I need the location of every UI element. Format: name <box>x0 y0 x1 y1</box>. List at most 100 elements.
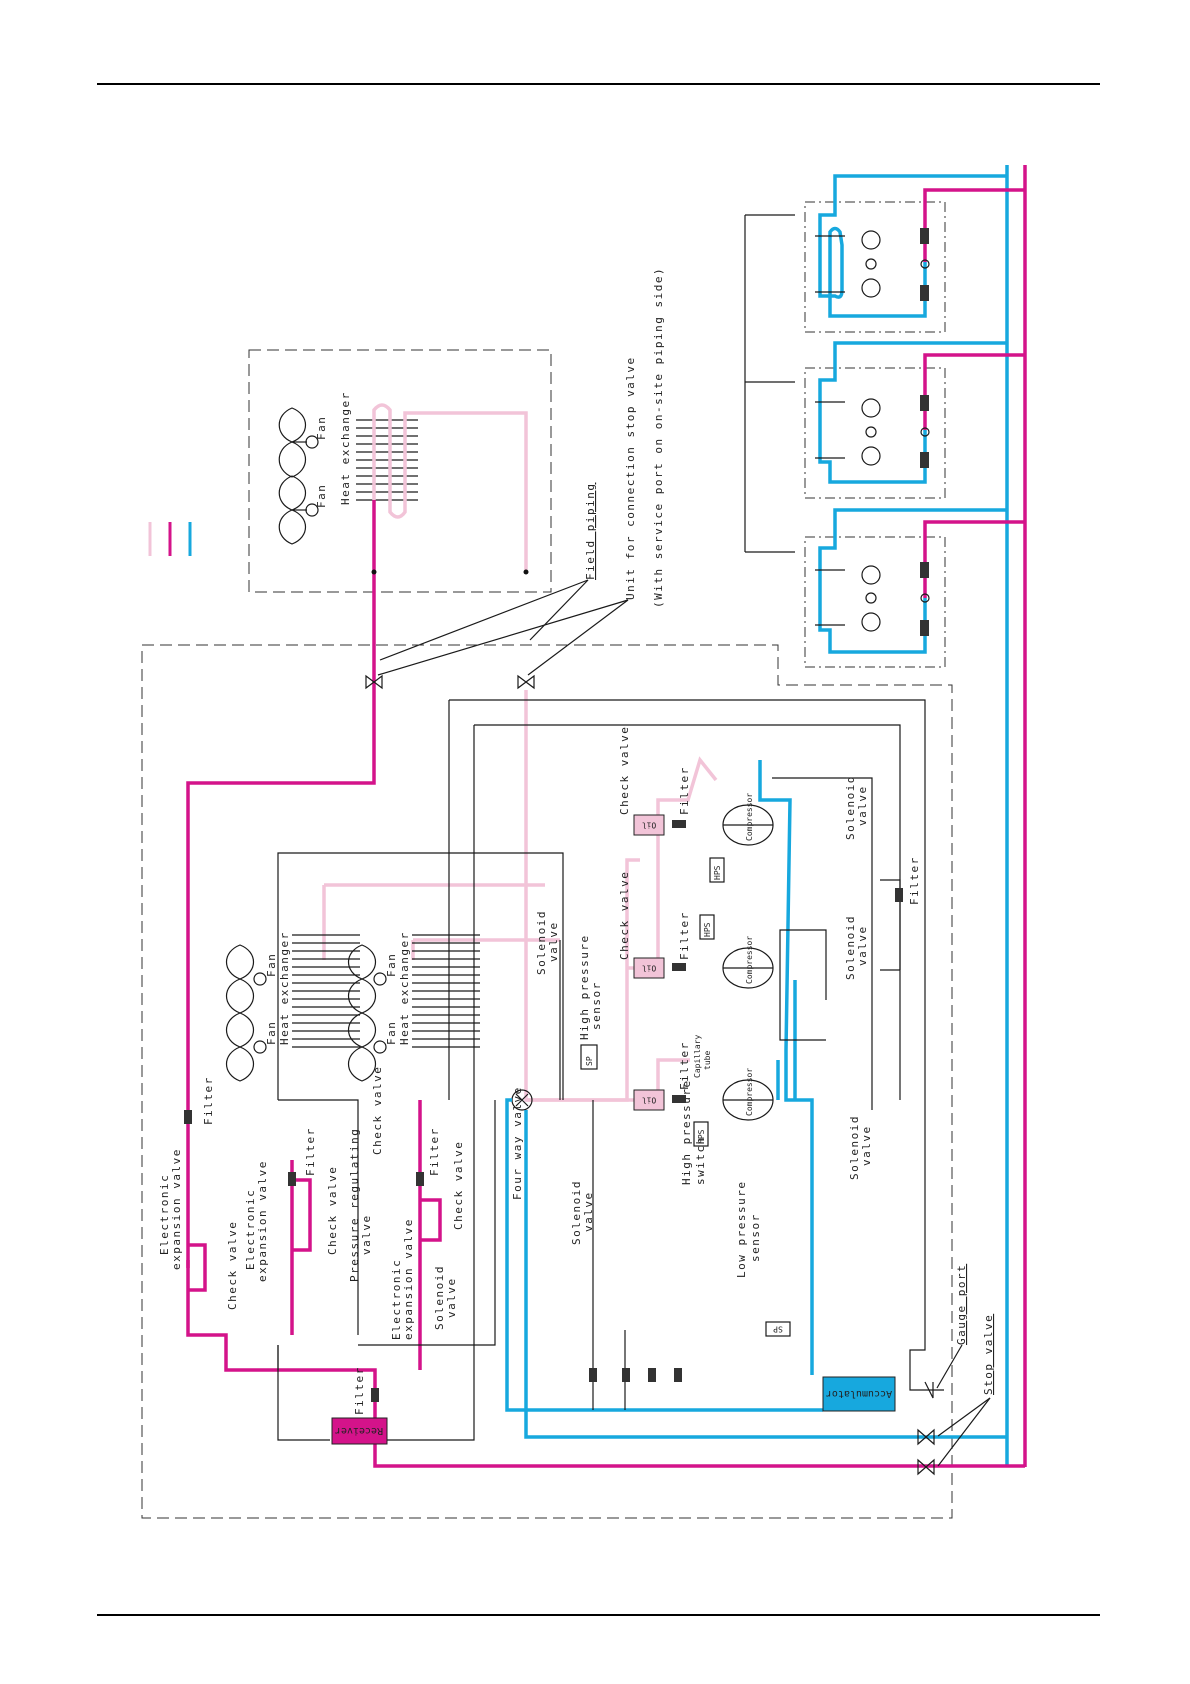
suction-line <box>505 1098 823 1412</box>
check-valve-label: Check valve <box>226 1221 239 1310</box>
indoor-unit <box>804 341 1025 499</box>
heat-exchanger-label: Heat exchanger <box>339 391 352 505</box>
svg-text:valve: valve <box>856 785 869 826</box>
high-pressure-switch: HPS High pressure switch <box>680 1079 709 1185</box>
svg-text:HPS: HPS <box>713 865 722 880</box>
callout-leaders <box>377 579 629 676</box>
filter-label: Filter <box>353 1366 366 1415</box>
check-valve-label: Check valve <box>371 1066 384 1155</box>
check-valve-label: Check valve <box>618 871 631 960</box>
stop-valve-icon <box>917 1458 935 1476</box>
svg-text:Fan: Fan <box>265 1021 278 1045</box>
svg-text:HPS: HPS <box>703 922 712 937</box>
stop-valve-icon <box>917 1428 935 1446</box>
oil-separator: Oil <box>633 1089 665 1111</box>
motor-icon <box>305 503 319 517</box>
check-valve-label: Check valve <box>618 726 631 815</box>
accumulator-label: Accumulator <box>826 1388 892 1399</box>
fan-icon <box>225 1012 267 1082</box>
oil-separator: Oil <box>633 957 665 979</box>
motor-icon <box>253 1040 267 1054</box>
svg-text:valve: valve <box>360 1214 373 1255</box>
motor-icon <box>305 435 319 449</box>
solenoid-valve-label: Solenoid <box>570 1180 583 1245</box>
svg-text:expansion valve: expansion valve <box>402 1218 415 1340</box>
fan-label: Fan <box>315 484 328 508</box>
solenoid-valve-label: Solenoid <box>848 1115 861 1180</box>
svg-text:Oil: Oil <box>642 964 657 973</box>
low-pressure-sensor-label: Low pressure <box>735 1181 748 1278</box>
fan-icon <box>347 944 387 1014</box>
eev-label: Electronic <box>390 1259 403 1340</box>
motor-icon <box>253 972 267 986</box>
compressor-label: Compressor <box>745 1068 754 1116</box>
heat-exchanger-label: Heat exchanger <box>278 931 291 1045</box>
pressure-regulating-valve-label: Pressure regulating <box>348 1128 361 1282</box>
check-valve-label: Check valve <box>452 1141 465 1230</box>
low-pressure-sensor: SP Low pressure sensor <box>735 1181 791 1337</box>
receiver-label: Receiver <box>335 1425 383 1436</box>
high-pressure-switch: HPS <box>709 857 725 883</box>
filter-label: Filter <box>202 1076 215 1125</box>
fan-icon <box>278 407 319 478</box>
eev-label: Electronic <box>244 1189 257 1270</box>
filter-label: Filter <box>908 856 921 905</box>
compressor: Compressor <box>722 936 774 989</box>
fan-label: Fan <box>315 416 328 440</box>
filter-label: Filter <box>428 1127 441 1176</box>
high-pressure-switch: HPS <box>699 914 715 940</box>
svg-text:valve: valve <box>582 1191 595 1232</box>
fan-icon <box>278 475 319 545</box>
unit-stop-valve-label: Unit for connection stop valve <box>624 356 637 600</box>
svg-text:valve: valve <box>445 1277 458 1318</box>
filter-label: Filter <box>678 911 691 960</box>
motor-icon <box>865 592 877 604</box>
bottom-stop-valves <box>917 1344 991 1476</box>
svg-text:Fan: Fan <box>385 1021 398 1045</box>
svg-text:Oil: Oil <box>642 821 657 830</box>
indoor-unit <box>744 332 1025 668</box>
stop-valve-label: Stop valve <box>982 1314 995 1395</box>
accumulator: Accumulator <box>822 1376 896 1412</box>
indoor-units <box>744 165 1027 1467</box>
filter-icons <box>184 820 903 1402</box>
svg-text:tube: tube <box>703 1051 712 1070</box>
fan-icon <box>347 1012 387 1082</box>
compressor-label: Compressor <box>745 936 754 984</box>
motor-icon <box>373 1040 387 1054</box>
solenoid-valve-label: Solenoid <box>844 915 857 980</box>
oil-separator: Oil <box>633 814 665 836</box>
stop-valve-icon <box>365 674 383 690</box>
field-piping-label: Field piping <box>584 483 597 580</box>
remote-unit-boundary <box>248 349 552 593</box>
svg-text:valve: valve <box>856 925 869 966</box>
check-valve-label: Check valve <box>326 1166 339 1255</box>
svg-text:sensor: sensor <box>590 981 603 1030</box>
filter-label: Filter <box>678 1041 691 1090</box>
svg-text:Fan: Fan <box>265 953 278 977</box>
capillary-tube-label: Capillary <box>693 1034 702 1078</box>
gauge-port-icon <box>924 1381 934 1399</box>
compressor-label: Compressor <box>745 793 754 841</box>
pipe-color-legend <box>148 522 192 556</box>
receiver: Receiver <box>331 1417 388 1445</box>
stop-valve-icon <box>517 674 535 690</box>
high-pressure-sensor: SP High pressure sensor <box>578 934 603 1070</box>
gauge-port-label: Gauge port <box>955 1264 968 1345</box>
svg-text:switch: switch <box>694 1136 707 1185</box>
motor-icon <box>865 426 877 438</box>
indoor-unit <box>744 174 1025 333</box>
svg-text:expansion valve: expansion valve <box>256 1160 269 1282</box>
field-stop-valves <box>365 674 535 690</box>
svg-text:Fan: Fan <box>385 953 398 977</box>
auxiliary-lines <box>277 699 944 1441</box>
fan-icon <box>225 944 267 1014</box>
gas-pipe <box>372 403 528 572</box>
svg-text:SP: SP <box>773 1325 783 1334</box>
svg-text:Oil: Oil <box>642 1096 657 1105</box>
filter-label: Filter <box>304 1127 317 1176</box>
svg-text:HPS: HPS <box>697 1129 706 1144</box>
motor-icon <box>373 972 387 986</box>
svg-text:valve: valve <box>547 921 560 962</box>
